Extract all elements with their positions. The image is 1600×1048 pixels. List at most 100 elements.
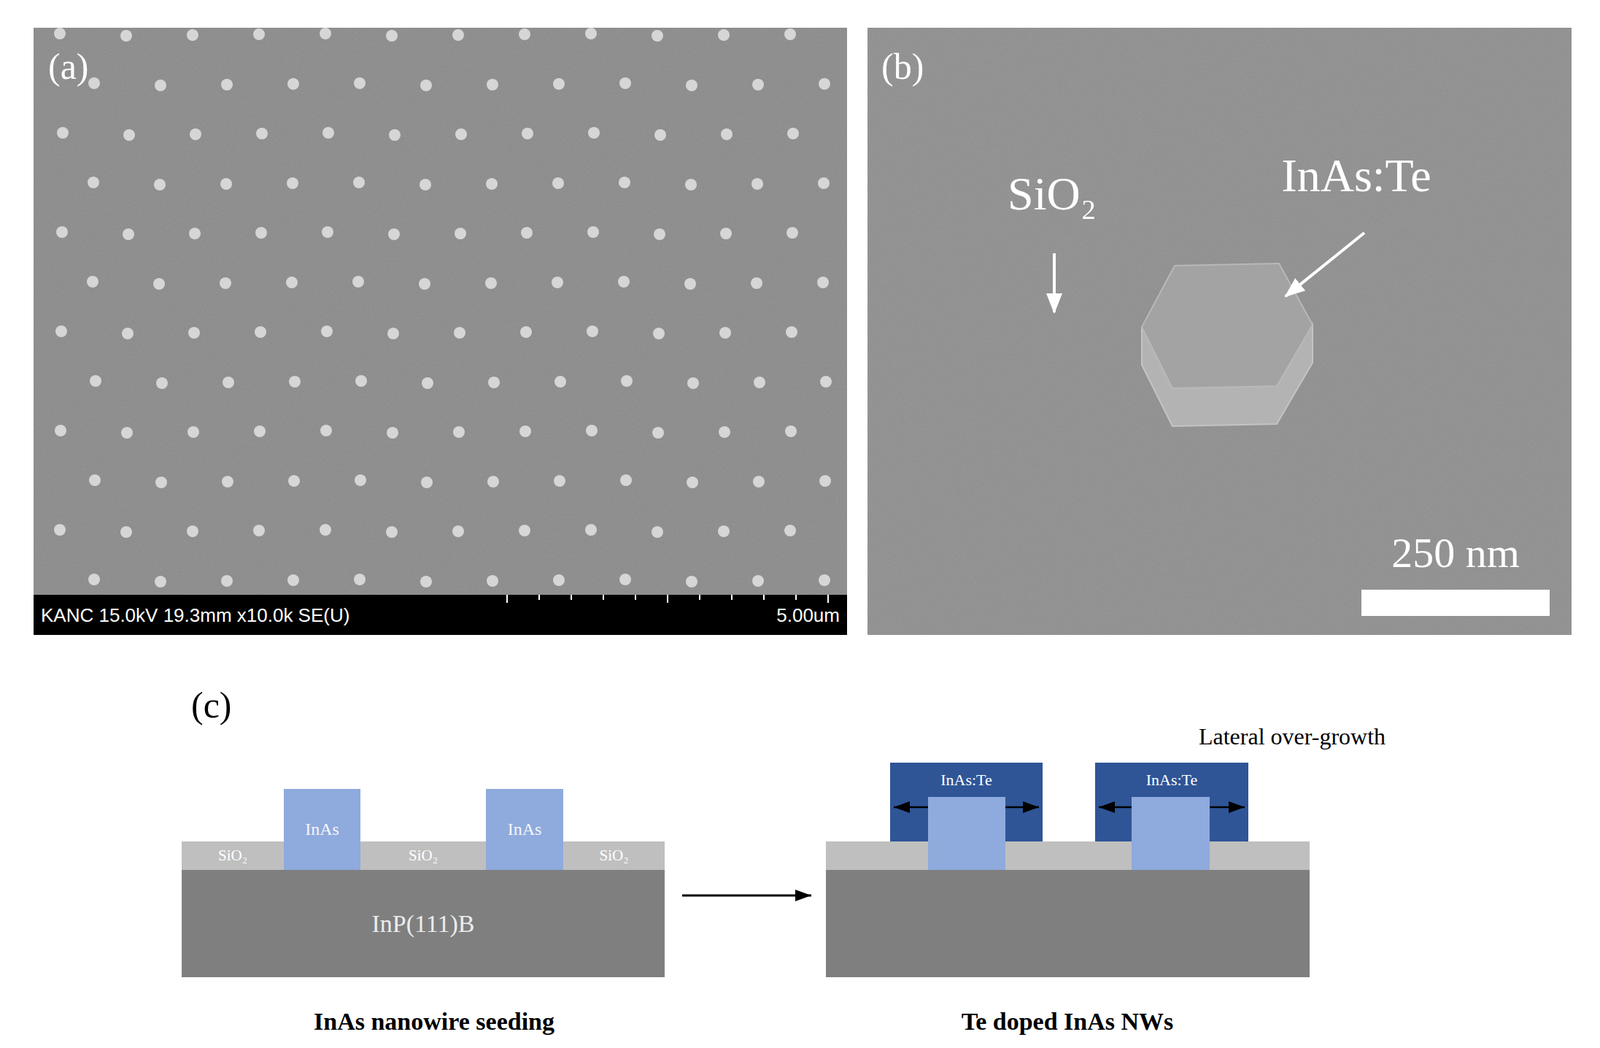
- process-note: Lateral over-growth: [1198, 723, 1386, 750]
- sem-background: [33, 27, 848, 595]
- nanowire-dot: [719, 326, 732, 339]
- panel-letter: (c): [191, 685, 233, 726]
- nanowire-dot: [486, 78, 499, 91]
- nanowire-dot: [520, 226, 533, 239]
- nanowire-dot: [554, 375, 567, 388]
- nanowire-dot: [418, 277, 431, 290]
- nanowire-dot: [221, 475, 234, 488]
- nanowire-dot: [586, 325, 599, 338]
- nanowire-dot: [553, 474, 566, 487]
- nanowire-dot: [620, 474, 632, 486]
- nanowire-dot: [89, 375, 102, 387]
- nanowire-dot: [617, 275, 630, 288]
- step-title: Te doped InAs NWs: [961, 1007, 1174, 1035]
- nanowire-dot: [752, 475, 765, 488]
- nanowire-dot: [54, 424, 67, 437]
- nanowire-dot: [651, 526, 664, 538]
- nanowire-dot: [750, 277, 763, 289]
- nanowire-seed: InAs: [283, 788, 361, 870]
- material-label: SiO₂: [1007, 168, 1097, 220]
- nanowire-dot: [155, 476, 168, 489]
- nanowire-dot: [286, 276, 298, 289]
- nanowire-dot: [355, 375, 367, 387]
- nanowire-dot: [485, 277, 497, 289]
- nanowire-dot: [220, 178, 233, 190]
- nanowire-dot: [687, 377, 699, 389]
- nanowire-dot: [818, 78, 831, 90]
- nanowire-dot: [453, 426, 465, 438]
- nanowire-dot: [120, 29, 133, 42]
- nanowire-dot: [819, 474, 832, 487]
- nanowire-dot: [551, 276, 564, 289]
- nanowire-dot: [253, 425, 266, 438]
- nanowire-dot: [817, 276, 829, 289]
- layer-label: SiO₂: [408, 847, 438, 864]
- scale-tick: [731, 594, 733, 600]
- layer-label: InAs: [507, 819, 543, 839]
- nanowire-dot: [385, 29, 398, 42]
- nanowire-dot: [720, 128, 733, 141]
- nanowire-dot: [154, 575, 167, 588]
- nanowire-dot: [256, 127, 268, 140]
- nanowire-dot: [188, 227, 201, 240]
- nanowire-dot: [588, 126, 600, 139]
- nanowire-dot: [221, 574, 233, 587]
- nanowire-dot: [319, 523, 332, 536]
- nanowire-dot: [521, 127, 534, 140]
- process-arrow: [682, 894, 812, 897]
- doped-shell: InAs:Te: [1095, 762, 1249, 842]
- scale-tick: [634, 594, 637, 600]
- doped-shell: InAs:Te: [890, 762, 1043, 842]
- nanowire-dot: [153, 277, 165, 290]
- nanowire-dot: [518, 524, 531, 537]
- nanowire-dot: [189, 128, 202, 141]
- layer-label: InAs:Te: [940, 771, 993, 789]
- nanowire-dot: [386, 426, 399, 439]
- nanowire-dot: [684, 277, 697, 290]
- nanowire-dot: [388, 228, 400, 241]
- scale-ticks: [507, 594, 829, 603]
- nanowire-dot: [385, 526, 398, 538]
- layer-label: SiO₂: [218, 847, 248, 864]
- nanowire-dot: [720, 227, 732, 240]
- nanowire-dot: [88, 573, 100, 586]
- nanowire-dot: [55, 325, 68, 338]
- nanowire-dot: [222, 376, 235, 389]
- nanowire-dot: [452, 29, 465, 41]
- nanowire-dot: [156, 377, 168, 389]
- oxide-layer: [825, 841, 1310, 870]
- nanowire-dot: [253, 524, 265, 537]
- nanowire-dot: [219, 277, 232, 289]
- panel-letter: (b): [881, 46, 924, 87]
- nanowire-dot: [288, 375, 301, 388]
- nanowire-dot: [454, 227, 467, 240]
- nanowire-dot: [53, 523, 66, 536]
- nanowire-dot: [123, 129, 135, 141]
- sem-noise: [867, 27, 1572, 635]
- nanowire-dot: [388, 129, 401, 141]
- nanowire-dot: [553, 574, 565, 586]
- nanowire-core: [1131, 796, 1210, 870]
- nanowire-dot: [785, 425, 797, 438]
- info-bar: [33, 594, 848, 635]
- lateral-arrow: [893, 806, 929, 809]
- nanowire-dot: [618, 176, 631, 189]
- pointer-arrow: [1052, 253, 1056, 313]
- nanowire-dot: [818, 574, 831, 586]
- scale-value: 250 nm: [1391, 529, 1520, 577]
- nanowire-dot: [718, 426, 731, 438]
- nanowire-dot: [653, 228, 666, 241]
- nanowire-dot: [652, 426, 664, 439]
- scale-tick: [827, 594, 829, 603]
- nanowire-dot: [354, 474, 367, 486]
- nanowire-dot: [784, 524, 796, 537]
- lateral-arrow: [1209, 806, 1245, 809]
- nanowire-dot: [187, 426, 200, 438]
- nanowire-dot: [519, 425, 532, 438]
- nanowire-dot: [752, 78, 764, 91]
- nanowire-dot: [717, 525, 730, 537]
- lateral-arrow: [1005, 806, 1039, 809]
- nanowire-dot: [587, 226, 599, 238]
- panel-letter: (a): [48, 46, 90, 87]
- oxide-mask: SiO₂: [181, 841, 284, 870]
